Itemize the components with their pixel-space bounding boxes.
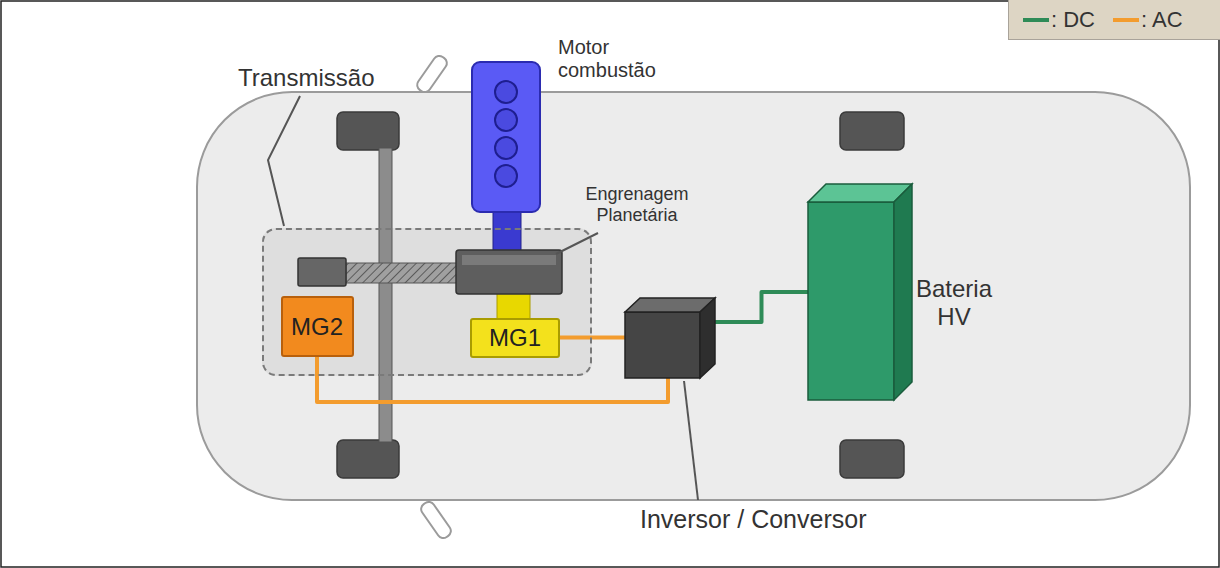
axle bbox=[379, 148, 392, 442]
gear-label: Engrenagem Planetária bbox=[578, 184, 696, 225]
shaft bbox=[346, 263, 458, 283]
motor-generator-box: MG1 bbox=[470, 318, 560, 358]
wire-connector bbox=[317, 357, 668, 402]
legend-box: : DC : AC bbox=[1008, 0, 1220, 40]
gear-highlight bbox=[462, 255, 556, 265]
gear bbox=[298, 258, 346, 286]
wheel bbox=[337, 112, 399, 150]
shape-face bbox=[894, 184, 912, 400]
leader-line bbox=[684, 381, 698, 500]
legend-swatch bbox=[1113, 18, 1139, 22]
legend-item: : DC bbox=[1023, 7, 1095, 33]
wheel bbox=[840, 112, 904, 150]
legend-item: : AC bbox=[1113, 7, 1183, 33]
inverter-label: Inversor / Conversor bbox=[640, 505, 866, 534]
car-body bbox=[197, 92, 1190, 500]
motor-generator-box: MG2 bbox=[281, 296, 354, 357]
shape-face bbox=[625, 312, 700, 378]
cube-shape bbox=[625, 298, 715, 378]
mirror bbox=[415, 54, 449, 95]
shape-face bbox=[808, 202, 894, 400]
shape-face bbox=[700, 298, 715, 378]
battery-box: Bateria HV bbox=[808, 184, 912, 400]
cylinder bbox=[495, 81, 517, 103]
housing-label: Transmissão bbox=[238, 64, 374, 92]
cylinder bbox=[495, 137, 517, 159]
battery-label: Bateria HV bbox=[912, 275, 996, 330]
cylinder bbox=[495, 109, 517, 131]
transmission-fill bbox=[262, 228, 592, 376]
cylinder bbox=[495, 165, 517, 187]
mg1-shaft bbox=[497, 292, 530, 320]
legend-swatch bbox=[1023, 18, 1049, 22]
wheel bbox=[337, 440, 399, 478]
transmission-housing: TransmissãoMG2MG1 bbox=[262, 228, 592, 376]
legend-text: : DC bbox=[1051, 7, 1095, 33]
legend-text: : AC bbox=[1141, 7, 1183, 33]
wheel bbox=[840, 440, 904, 478]
mirror bbox=[419, 500, 453, 541]
wire-connector bbox=[560, 336, 625, 340]
motor-generator-label: MG2 bbox=[291, 313, 343, 341]
motor-generator-label: MG1 bbox=[489, 324, 541, 352]
leader-line bbox=[268, 96, 300, 226]
inverter-box: Inversor / Conversor bbox=[625, 298, 715, 378]
planetary-gear bbox=[456, 250, 562, 294]
engine-label: Motor combustão bbox=[558, 36, 670, 82]
battery-shape bbox=[808, 184, 912, 400]
wire-connector bbox=[715, 292, 808, 322]
engine bbox=[472, 62, 540, 212]
engine-shaft bbox=[493, 210, 521, 252]
